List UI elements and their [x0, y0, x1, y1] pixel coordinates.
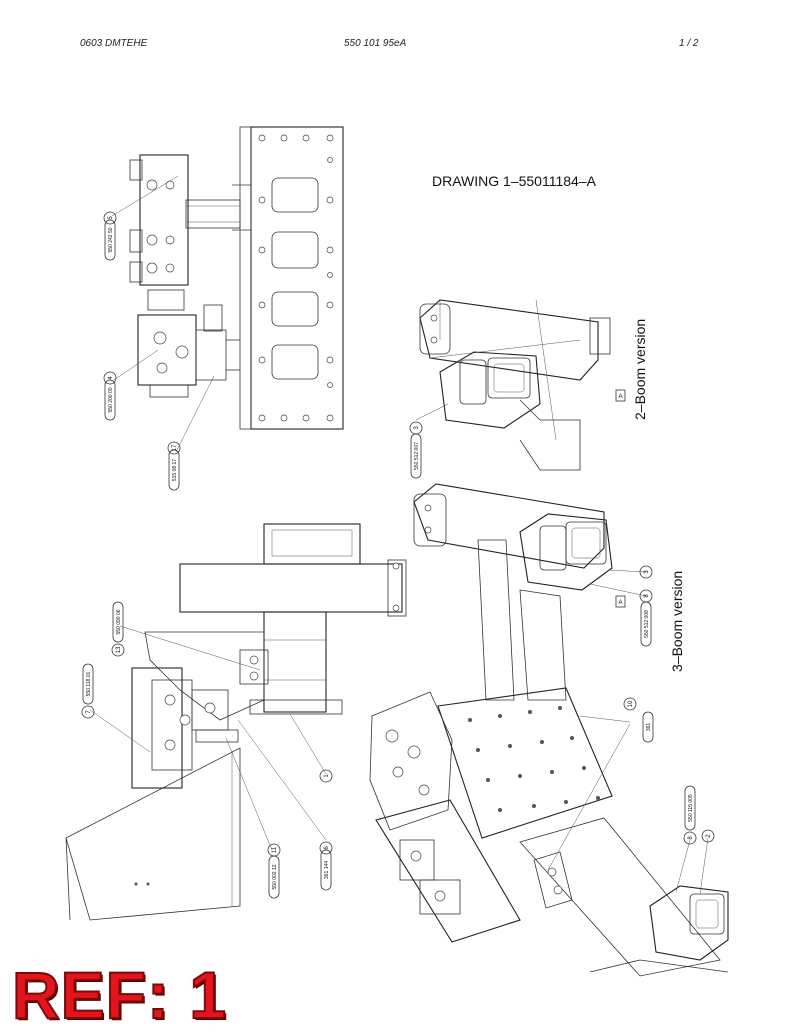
callout-11: 11 550 002 12 [267, 843, 281, 899]
svg-text:550 200 00: 550 200 00 [108, 387, 114, 412]
callout-8-three-boom: 8 550 512 008 [639, 589, 653, 647]
callout-7: 7 550 118 01 [81, 663, 95, 719]
drawing-title: DRAWING 1–55011184–A [432, 173, 597, 189]
callout-1: 1 [319, 769, 333, 783]
callout-10: 10 361 [623, 697, 654, 743]
callout-3-two-boom: 3 550 512 007 [409, 421, 423, 479]
svg-text:7: 7 [86, 710, 92, 714]
svg-text:13: 13 [116, 646, 122, 653]
ref-stamp: REF: 1 [11, 958, 228, 1032]
callout-6: 6 361 144 [319, 841, 333, 891]
callout-17: 17 515 08 17 [167, 441, 181, 491]
callout-13: 13 550 090 06 [111, 601, 125, 657]
mounting-bracket [65, 747, 241, 921]
big-plate-holes [468, 706, 600, 812]
callout-5: 5 550 242 50 [103, 211, 117, 261]
three-boom-version-label: 3–Boom version [669, 571, 685, 672]
svg-text:17: 17 [172, 444, 178, 451]
revision-mark-three-boom: A [615, 595, 626, 608]
svg-text:6: 6 [324, 846, 330, 850]
header-document-code: 0603 DMTEHE [80, 38, 148, 49]
svg-text:3: 3 [414, 426, 420, 430]
callout-8-lower: 8 550 115 005 [683, 785, 697, 845]
svg-text:10: 10 [628, 700, 634, 707]
svg-text:550 512 008: 550 512 008 [644, 610, 650, 638]
revision-mark-two-boom: A [615, 389, 626, 402]
svg-text:550 002 12: 550 002 12 [272, 864, 278, 889]
callout-3-three-boom: 3 [639, 565, 653, 579]
svg-text:A: A [618, 600, 622, 606]
two-boom-isometric [419, 299, 611, 471]
svg-text:361 144: 361 144 [324, 861, 330, 879]
leader-lines [89, 175, 709, 895]
svg-text:515 08 17: 515 08 17 [172, 459, 178, 481]
svg-text:3: 3 [644, 570, 650, 574]
svg-text:1: 1 [324, 774, 330, 778]
top-view-beam-assembly [129, 126, 344, 430]
svg-text:550 115 005: 550 115 005 [688, 794, 694, 822]
two-boom-version-label: 2–Boom version [632, 319, 648, 420]
svg-text:361: 361 [646, 723, 652, 732]
svg-text:550 512 007: 550 512 007 [414, 442, 420, 470]
svg-text:550 242 50: 550 242 50 [108, 227, 114, 252]
header-part-number: 550 101 95eA [344, 38, 407, 49]
svg-text:5: 5 [108, 216, 114, 220]
callout-2: 2 [701, 829, 715, 843]
svg-text:2: 2 [706, 834, 712, 838]
svg-text:550 118 01: 550 118 01 [86, 671, 92, 696]
svg-text:A: A [618, 394, 622, 400]
plate-holes [258, 134, 334, 422]
header-page-number: 1 / 2 [679, 38, 699, 49]
three-boom-isometric [369, 483, 729, 977]
svg-text:8: 8 [688, 836, 694, 840]
svg-text:4: 4 [108, 376, 114, 380]
svg-text:550 090 06: 550 090 06 [116, 609, 122, 634]
callout-4: 4 550 200 00 [103, 371, 117, 421]
svg-text:8: 8 [644, 594, 650, 598]
side-view-assembly [131, 523, 407, 789]
svg-text:11: 11 [272, 846, 278, 853]
